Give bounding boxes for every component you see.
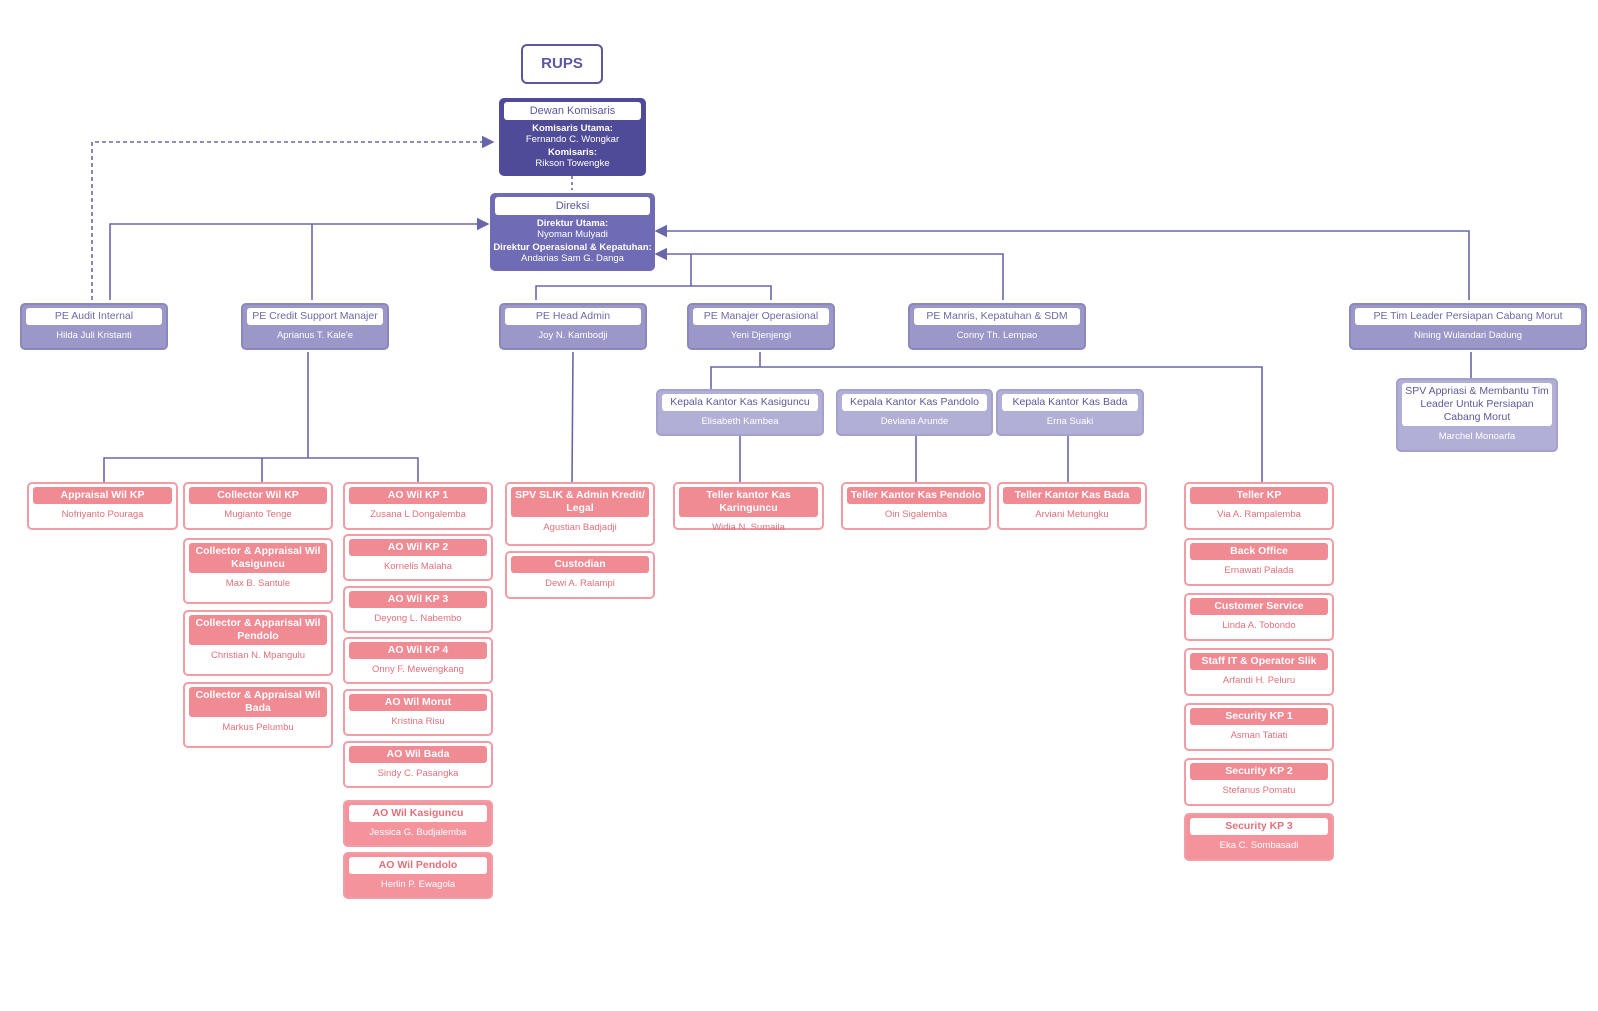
spv-morut: SPV Appriasi & Membantu Tim Leader Untuk… (1396, 378, 1558, 452)
morut-to-direksi-connector (654, 224, 1470, 300)
ops-to-direksi-connector (654, 247, 1004, 300)
dewan-komisaris-box: Dewan Komisaris Komisaris Utama: Fernand… (499, 98, 646, 176)
rups-box: RUPS (521, 44, 603, 84)
ops-tree (710, 352, 1263, 482)
head-ops-bus (535, 254, 772, 300)
direksi-title: Direksi (495, 197, 650, 215)
credit-tree (103, 352, 419, 482)
admin-tree (571, 351, 574, 483)
direksi-box: Direksi Direktur Utama: Nyoman Mulyadi D… (490, 193, 655, 271)
audit-to-dewan-connector (91, 135, 495, 300)
dewan-title: Dewan Komisaris (504, 102, 641, 120)
left-to-direksi-connector (109, 224, 488, 300)
